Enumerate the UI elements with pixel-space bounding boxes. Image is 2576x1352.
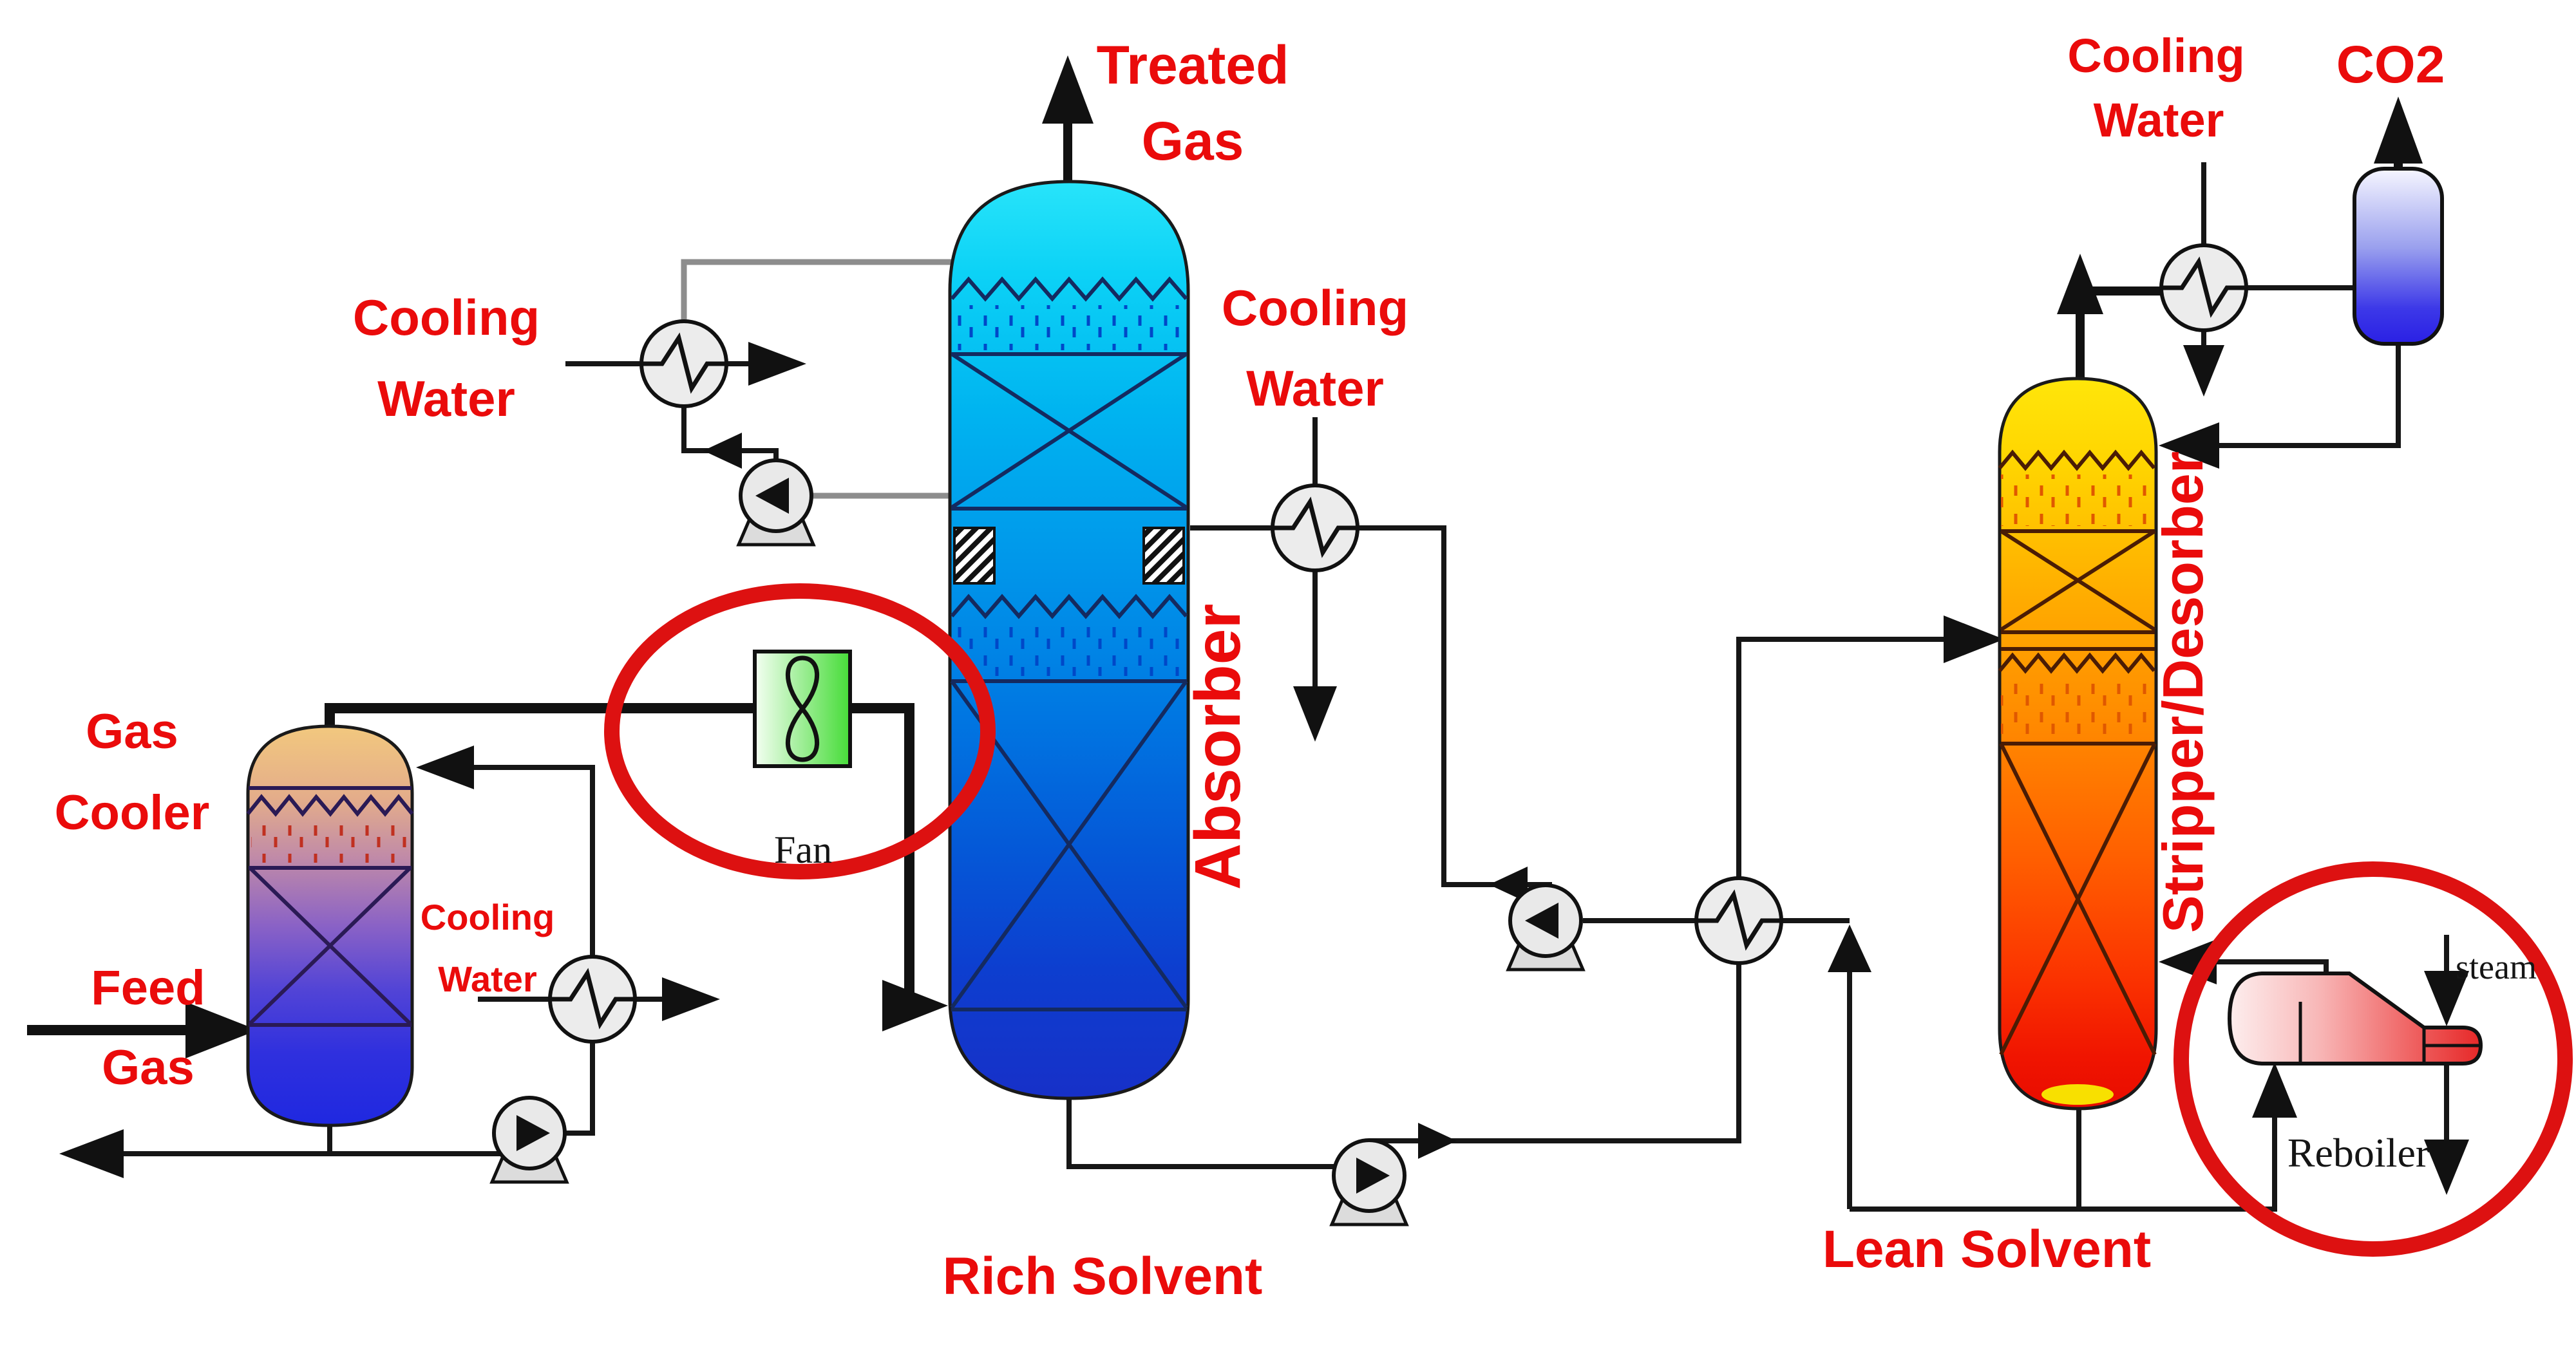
fan-highlight-circle (604, 583, 996, 879)
cooling-water-gc-line2: Water (438, 959, 537, 999)
cooling-water-gc-line1: Cooling (421, 897, 554, 937)
arrow-cw-out-washcooler (748, 342, 806, 386)
arrow-lean-up (1828, 925, 1871, 972)
arrow-p2-discharge (1489, 867, 1528, 903)
arrow-treated-gas (1042, 55, 1094, 124)
stripper-sump-glint (2041, 1084, 2114, 1105)
stripper-demister-mid (1998, 652, 2156, 674)
stripper-packing2-x2 (1999, 742, 2157, 1056)
cooling-water-cond-line2: Water (2094, 93, 2224, 147)
arrow-drain (59, 1129, 124, 1178)
feed-gas-label-line2: Gas (102, 1040, 194, 1095)
condenser-hx-icon (2161, 245, 2246, 330)
lean-solvent-label: Lean Solvent (1823, 1220, 2151, 1279)
pipe-to-reboiler (2079, 1113, 2277, 1212)
absorber-demister-mid (950, 594, 1188, 619)
cooling-water-lean-line2: Water (1246, 360, 1384, 417)
arrow-recycle-return (416, 746, 474, 789)
fan-label: Fan (774, 829, 832, 871)
rich-solvent-label: Rich Solvent (943, 1247, 1263, 1306)
gas-cooler-column (246, 724, 414, 1127)
reboiler-assembly: Reboiler steam (2174, 861, 2573, 1257)
stripper-column (1998, 377, 2158, 1111)
pipe-rich-suction (1066, 1098, 1334, 1169)
arrow-rich-feed (1944, 615, 2004, 663)
pipe-reflux (2215, 343, 2401, 448)
stream-labels: Treated Gas Cooling Water Cooling Water … (55, 29, 2445, 1306)
arrow-stripper-vapor (2057, 254, 2103, 314)
arrow-feed-gas (185, 1002, 258, 1058)
gas-cooler-label-line1: Gas (86, 704, 178, 759)
stripper-demister-top (1998, 449, 2156, 471)
gas-cooler-packing-x2 (248, 866, 412, 1026)
gas-cooler-label-line2: Cooler (55, 785, 210, 840)
absorber-spray-mid (953, 621, 1185, 676)
lean-cooler-hx-icon (1273, 485, 1358, 570)
pipe-gascooler-recycle (473, 765, 595, 1136)
gas-cooler-demister (246, 794, 414, 817)
arrow-reflux (2159, 422, 2219, 469)
arrow-condensate-out (2424, 1140, 2469, 1195)
stripper-label: Stripper/Desorber (2151, 451, 2215, 933)
reboiler-kettle (2227, 972, 2483, 1066)
fan-blade-icon (785, 655, 820, 762)
reflux-drum (2353, 167, 2444, 346)
fan-assembly: Fan (604, 583, 996, 879)
stripper-packing1-x2 (2000, 529, 2156, 632)
absorber-distributor-left (953, 527, 996, 585)
absorber-main-packing-x2 (950, 680, 1188, 1009)
treated-gas-label-line1: Treated (1097, 35, 1289, 95)
pipe-wash-return (681, 259, 952, 322)
arrow-into-reboiler (2252, 1062, 2297, 1118)
arrow-into-absorber (882, 980, 948, 1031)
absorber-spray-top (953, 305, 1185, 350)
steam-label: steam (2456, 948, 2537, 986)
stripper-spray-mid (2001, 677, 2154, 739)
treated-gas-label-line2: Gas (1142, 111, 1244, 171)
gas-cooler-pump-icon (492, 1098, 567, 1182)
pipe-reboiler-vapor (2213, 959, 2329, 973)
cooling-water-wash-line1: Cooling (353, 289, 540, 346)
pipe-gascooler-to-fan (325, 703, 755, 731)
stripper-spray-top (2001, 474, 2154, 526)
absorber-column (948, 180, 1190, 1100)
pipe-gascooler-drain (120, 1125, 332, 1156)
arrow-p1-discharge (1418, 1123, 1457, 1159)
arrow-steam-in (2424, 971, 2469, 1026)
reboiler-highlight-circle (2174, 861, 2573, 1257)
absorber-demister-top (950, 276, 1188, 302)
gas-cooler-spray-zone (251, 820, 410, 863)
arrow-co2 (2374, 97, 2423, 164)
absorber-wash-packing-x2 (951, 352, 1188, 509)
arrow-p3-discharge (703, 433, 742, 469)
pipe-rich-to-stripper (1369, 637, 1945, 1143)
arrow-cw-out-leancooler (1293, 686, 1337, 742)
wash-cooler-hx-icon (641, 321, 726, 406)
cooling-water-cond-line1: Cooling (2067, 29, 2244, 82)
cross-exchanger-hx-icon (1696, 878, 1781, 963)
gas-cooler-cw-hx-icon (550, 957, 635, 1042)
cooling-water-lean-line1: Cooling (1222, 279, 1408, 336)
arrow-cw-out-condenser (2183, 345, 2224, 397)
absorber-distributor-right (1142, 527, 1185, 585)
lean-solvent-pump-icon (1508, 885, 1583, 970)
arrow-cw-out-gascooler (662, 977, 720, 1021)
pipe-stripper-bottoms (1850, 1110, 2081, 1212)
co2-label: CO2 (2336, 35, 2445, 94)
wash-pump-icon (739, 460, 813, 545)
reboiler-label: Reboiler (2287, 1130, 2429, 1176)
absorber-label: Absorber (1182, 604, 1254, 890)
cooling-water-wash-line2: Water (377, 370, 515, 427)
feed-gas-label-line1: Feed (91, 961, 205, 1015)
rich-solvent-pump-icon (1332, 1140, 1406, 1225)
